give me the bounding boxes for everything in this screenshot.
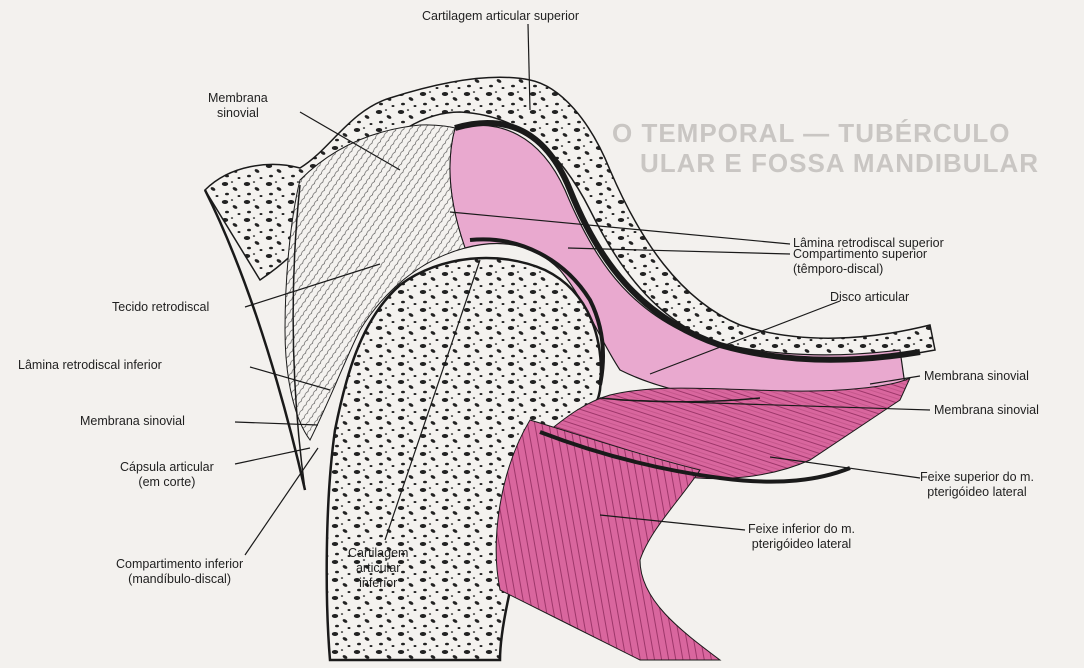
label-feixe-inferior: Feixe inferior do m. pterigóideo lateral	[748, 522, 855, 552]
label-capsula-articular: Cápsula articular (em corte)	[120, 460, 214, 490]
label-lamina-retrodiscal-inferior: Lâmina retrodiscal inferior	[18, 358, 162, 373]
label-cartilagem-inferior: Cartilagem articular inferior	[348, 546, 408, 591]
label-disco-articular: Disco articular	[830, 290, 909, 305]
label-compartimento-superior: Compartimento superior (têmporo-discal)	[793, 247, 927, 277]
label-tecido-retrodiscal: Tecido retrodiscal	[112, 300, 209, 315]
label-compartimento-inferior: Compartimento inferior (mandíbulo-discal…	[116, 557, 243, 587]
label-feixe-superior: Feixe superior do m. pterigóideo lateral	[920, 470, 1034, 500]
label-membrana-sinovial-top: Membrana sinovial	[208, 91, 268, 121]
label-membrana-sinovial-right-1: Membrana sinovial	[924, 369, 1029, 384]
label-cartilagem-superior: Cartilagem articular superior	[422, 9, 579, 24]
label-membrana-sinovial-right-2: Membrana sinovial	[934, 403, 1039, 418]
label-membrana-sinovial-left: Membrana sinovial	[80, 414, 185, 429]
